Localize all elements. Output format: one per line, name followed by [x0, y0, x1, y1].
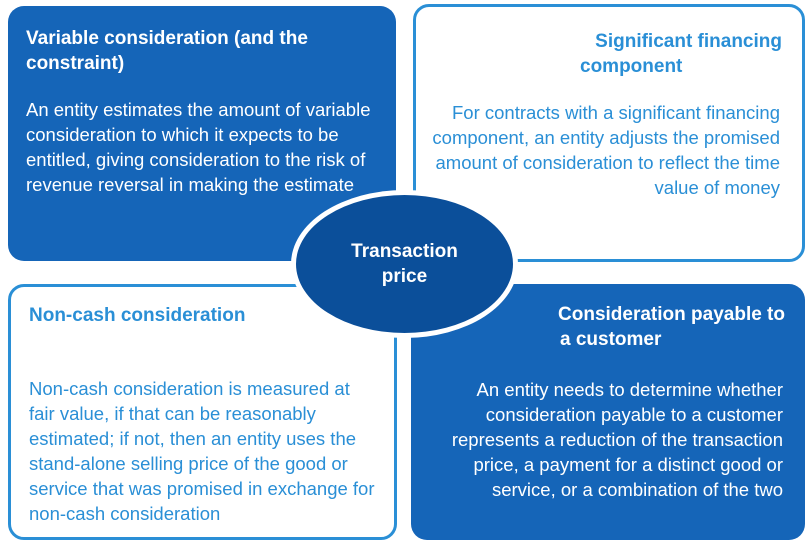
significant-financing-title-line2: component	[580, 56, 683, 77]
consideration-payable-box: Consideration payable to a customer An e…	[411, 284, 805, 540]
non-cash-consideration-box: Non-cash consideration Non-cash consider…	[8, 284, 397, 540]
significant-financing-body: For contracts with a significant financi…	[432, 102, 780, 198]
variable-consideration-box: Variable consideration (and the constrai…	[8, 6, 396, 261]
variable-consideration-body: An entity estimates the amount of variab…	[26, 99, 371, 195]
transaction-price-node: Transaction price	[291, 190, 518, 338]
variable-consideration-title: Variable consideration (and the constrai…	[26, 28, 308, 74]
significant-financing-title-line1: Significant financing	[595, 31, 782, 52]
consideration-payable-title-line2: a customer	[560, 329, 662, 350]
consideration-payable-title-line1: Consideration payable to	[558, 304, 785, 325]
significant-financing-title: Significant financing component	[492, 29, 782, 79]
consideration-payable-title: Consideration payable to a customer	[485, 302, 785, 352]
non-cash-consideration-body: Non-cash consideration is measured at fa…	[29, 378, 375, 524]
transaction-price-label: Transaction price	[351, 241, 458, 287]
non-cash-consideration-title: Non-cash consideration	[29, 305, 246, 326]
consideration-payable-body: An entity needs to determine whether con…	[451, 379, 783, 500]
